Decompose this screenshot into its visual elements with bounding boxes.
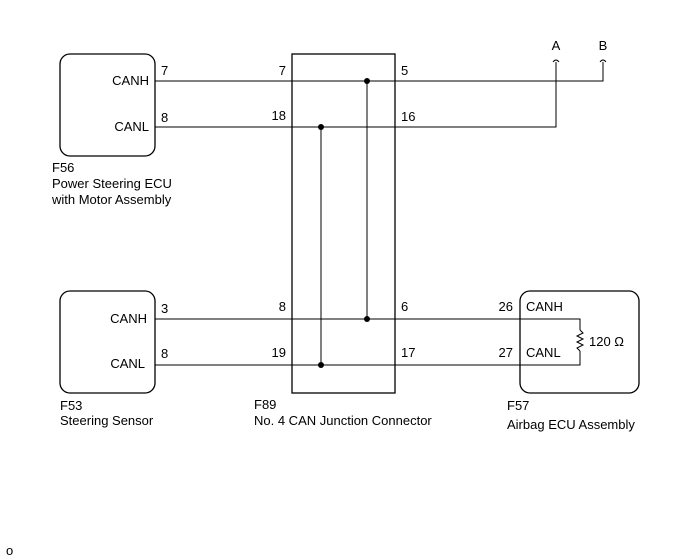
terminal-b-stub xyxy=(599,59,607,63)
f56-canl-pin: 8 xyxy=(161,110,168,125)
f89-pin-left: 19 xyxy=(272,345,286,360)
f89-junction-box xyxy=(291,53,396,394)
junction-dot xyxy=(364,78,370,84)
footer-mark: o xyxy=(6,543,13,558)
f56-code: F56 xyxy=(52,160,74,175)
f56-canh-label: CANH xyxy=(112,73,149,88)
f53-name: Steering Sensor xyxy=(60,413,154,428)
f57-canh-pin: 26 xyxy=(499,299,513,314)
junction-dot xyxy=(318,362,324,368)
f56-name-line2: with Motor Assembly xyxy=(51,192,172,207)
f89-pin-right: 6 xyxy=(401,299,408,314)
f57-canh-internal xyxy=(520,318,581,330)
f89-pin-right: 17 xyxy=(401,345,415,360)
f57-canh-label: CANH xyxy=(526,299,563,314)
f56-canl-label: CANL xyxy=(114,119,149,134)
junction-dot xyxy=(364,316,370,322)
resistor-icon xyxy=(575,329,585,352)
f57-canl-pin: 27 xyxy=(499,345,513,360)
f57-code: F57 xyxy=(507,398,529,413)
f89-name: No. 4 CAN Junction Connector xyxy=(254,413,432,428)
f89-pin-left: 18 xyxy=(272,108,286,123)
f53-canl-label: CANL xyxy=(110,356,145,371)
f57-name: Airbag ECU Assembly xyxy=(507,417,635,432)
terminal-a-stub xyxy=(552,59,560,63)
f53-code: F53 xyxy=(60,398,82,413)
f56-canh-pin: 7 xyxy=(161,63,168,78)
junction-dot xyxy=(318,124,324,130)
f53-sensor-box xyxy=(59,290,156,394)
f89-pin-left: 7 xyxy=(279,63,286,78)
f57-airbag-box xyxy=(519,290,640,394)
f89-pin-right: 5 xyxy=(401,63,408,78)
f53-canh-pin: 3 xyxy=(161,301,168,316)
f57-canl-label: CANL xyxy=(526,345,561,360)
f53-canh-label: CANH xyxy=(110,311,147,326)
wire-canl-f56 xyxy=(155,62,557,128)
f89-code: F89 xyxy=(254,397,276,412)
terminal-a-label: A xyxy=(552,38,561,53)
resistor-value: 120 Ω xyxy=(589,334,624,349)
f57-canl-internal xyxy=(520,351,581,366)
wire-canh-f56 xyxy=(155,62,604,82)
f53-canl-pin: 8 xyxy=(161,346,168,361)
f56-name-line1: Power Steering ECU xyxy=(52,176,172,191)
f89-pin-right: 16 xyxy=(401,109,415,124)
f89-pin-left: 8 xyxy=(279,299,286,314)
f56-ecu-box xyxy=(59,53,156,157)
terminal-b-label: B xyxy=(599,38,608,53)
